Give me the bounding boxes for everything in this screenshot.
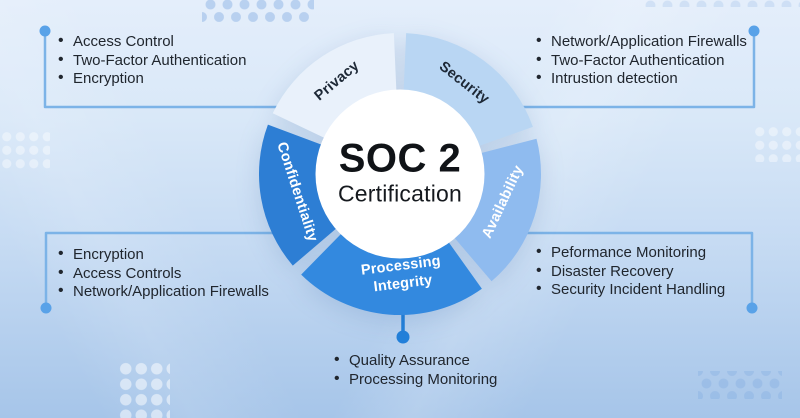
list-item: Network/Application Firewalls — [536, 32, 747, 52]
processing-integrity-requirements-list: Quality AssuranceProcessing Monitoring — [334, 351, 497, 390]
list-item: Encryption — [58, 69, 246, 89]
list-item: Network/Application Firewalls — [58, 282, 269, 302]
connector-dot-bottom-right — [746, 302, 758, 314]
connector-line-top-left — [43, 33, 277, 109]
availability-requirements-list: Peformance MonitoringDisaster RecoverySe… — [536, 243, 725, 300]
segment-availability — [451, 138, 542, 282]
segment-processing-integrity — [301, 231, 482, 316]
list-item: Two-Factor Authentication — [536, 51, 747, 71]
list-item: Two-Factor Authentication — [58, 51, 246, 71]
connector-dot-top-right — [748, 25, 760, 37]
list-item: Access Control — [58, 32, 246, 52]
privacy-requirements-list: Access ControlTwo-Factor AuthenticationE… — [58, 32, 246, 89]
confidentiality-requirements-list: EncryptionAccess ControlsNetwork/Applica… — [58, 245, 269, 302]
list-item: Access Controls — [58, 264, 269, 284]
center-subtitle: Certification — [337, 180, 463, 207]
list-item: Encryption — [58, 245, 269, 265]
list-item: Quality Assurance — [334, 351, 497, 371]
list-item: Disaster Recovery — [536, 262, 725, 282]
connector-line-bottom-left — [44, 231, 273, 306]
connector-line-top-right — [523, 33, 756, 109]
connector-line-bottom-right — [527, 231, 754, 306]
segment-security — [403, 33, 533, 148]
connector-dot-bottom-left — [40, 302, 52, 314]
list-item: Security Incident Handling — [536, 280, 725, 300]
security-requirements-list: Network/Application FirewallsTwo-Factor … — [536, 32, 747, 89]
donut-center: SOC 2 Certification — [338, 139, 462, 206]
connector-dot-bottom-center — [396, 330, 410, 344]
list-item: Peformance Monitoring — [536, 243, 725, 263]
donut-segments-group — [259, 33, 542, 316]
center-title: SOC 2 — [338, 136, 462, 181]
connector-dot-top-left — [39, 25, 51, 37]
list-item: Processing Monitoring — [334, 370, 497, 390]
segment-privacy — [272, 33, 397, 140]
list-item: Intrustion detection — [536, 69, 747, 89]
donut-inner-circle — [315, 89, 485, 259]
